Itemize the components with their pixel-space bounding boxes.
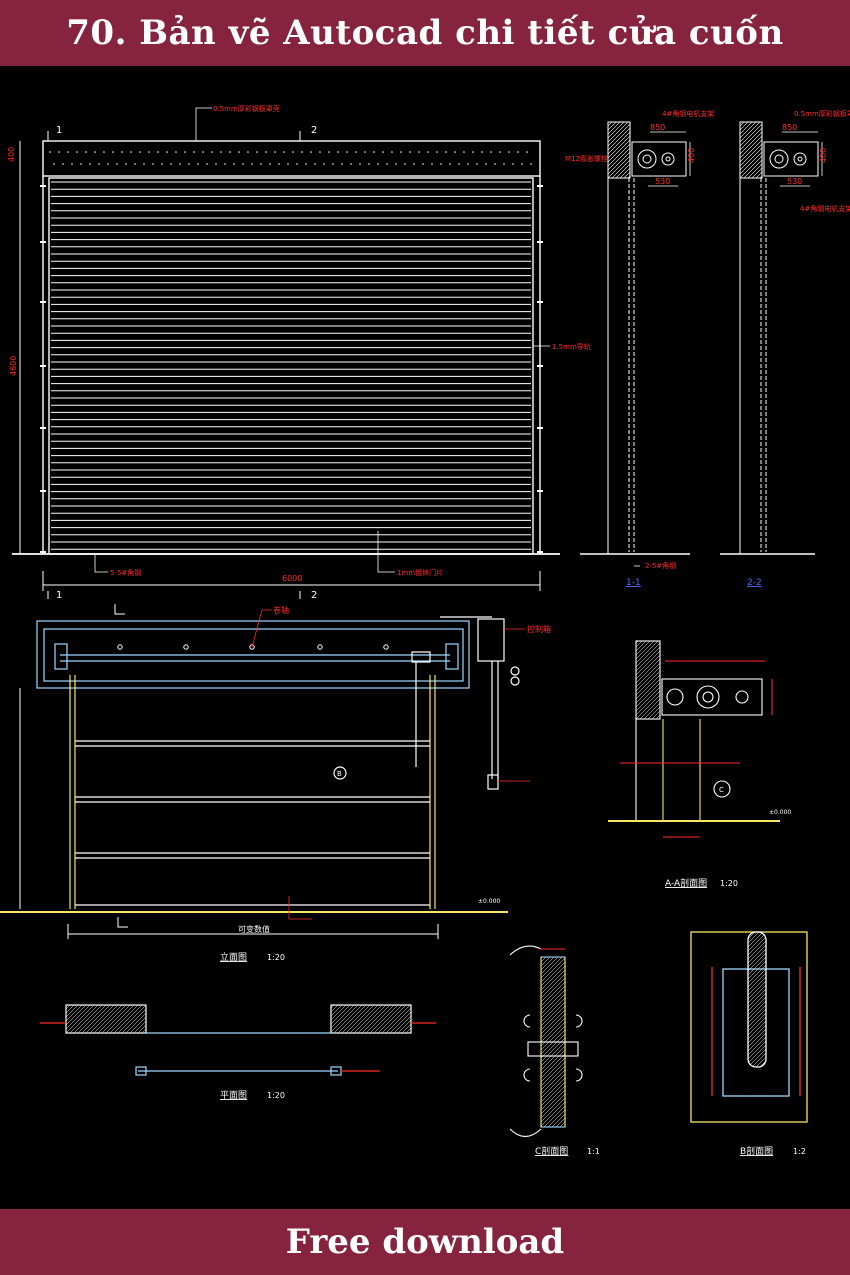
dim-door-height: 4600 xyxy=(9,356,18,376)
c-section-title: C剖面图 xyxy=(535,1145,568,1157)
section-mark-1: 1 xyxy=(56,125,62,136)
header-banner: 70. Bản vẽ Autocad chi tiết cửa cuốn xyxy=(0,0,850,66)
cad-drawing-bottom: 卷轴 控制箱 可变数值 ±0.000 立面图 1:20 平面图 1:20 ±0.… xyxy=(0,599,850,1209)
dim-box-w2: 530 xyxy=(655,177,670,186)
free-download-button[interactable]: Free download xyxy=(285,1222,565,1262)
b-section-scale: 1:2 xyxy=(793,1147,806,1156)
note-angle-steel: 5-5#角钢 xyxy=(110,568,141,577)
note-guide-rail: 1.5mm导轨 xyxy=(552,342,591,351)
roller-door-elevation-drawing: 1 2 1 2 400 4600 6000 0.5mm厚彩钢板罩壳 1.5mm导… xyxy=(7,104,850,601)
note-motor-bracket: 4#角钢电机支架 xyxy=(662,109,714,118)
note-anchor-bolt: M12膨胀螺栓 xyxy=(565,154,608,163)
note-control-box: 控制箱 xyxy=(527,624,551,634)
section-mark-1b: 1 xyxy=(56,590,62,599)
plan-title: 平面图 xyxy=(220,1090,247,1101)
detail-sections-drawing: 卷轴 控制箱 可变数值 ±0.000 立面图 1:20 平面图 1:20 ±0.… xyxy=(0,604,808,1157)
note-door-slat: 1mm镀锌门片 xyxy=(397,568,443,577)
level-mark-elev: ±0.000 xyxy=(478,898,500,905)
dim-box-w4: 530 xyxy=(787,177,802,186)
dim-box-w3: 850 xyxy=(782,123,797,132)
note-variable-value: 可变数值 xyxy=(238,924,270,934)
dim-width: 6000 xyxy=(282,574,302,583)
section-mark-2: 2 xyxy=(311,125,317,136)
dim-box-h1: 400 xyxy=(687,148,696,163)
note-box-cover: 0.5mm厚彩钢板罩壳 xyxy=(213,104,280,113)
header-title: 70. Bản vẽ Autocad chi tiết cửa cuốn xyxy=(66,13,784,53)
section-label-1-1: 1-1 xyxy=(626,578,641,588)
elevation-title: 立面图 xyxy=(220,951,247,963)
cad-drawing-top: 1 2 1 2 400 4600 6000 0.5mm厚彩钢板罩壳 1.5mm导… xyxy=(0,66,850,601)
dim-top-height: 400 xyxy=(7,147,16,162)
dim-box-h2: 400 xyxy=(819,148,828,163)
elevation-scale: 1:20 xyxy=(267,953,285,962)
aa-section-title: A-A剖面图 xyxy=(665,877,707,889)
footer-banner[interactable]: Free download xyxy=(0,1209,850,1275)
note-angle-2: 2-5#角钢 xyxy=(645,561,676,570)
aa-section-scale: 1:20 xyxy=(720,879,738,888)
section-label-2-2: 2-2 xyxy=(747,578,762,588)
c-section-scale: 1:1 xyxy=(587,1147,600,1156)
level-mark-aa: ±0.000 xyxy=(769,809,791,816)
plan-scale: 1:20 xyxy=(267,1091,285,1100)
dim-box-w1: 850 xyxy=(650,123,665,132)
circle-mark-b: B xyxy=(337,770,342,778)
circle-mark-c: C xyxy=(719,786,724,794)
section-mark-2b: 2 xyxy=(311,590,317,599)
note-box-cover-2: 0.5mm厚彩钢板罩壳 xyxy=(794,109,850,118)
b-section-title: B剖面图 xyxy=(740,1145,773,1157)
note-motor-bracket-2: 4#角钢电机支架 xyxy=(800,204,850,213)
note-roller-shaft: 卷轴 xyxy=(273,605,289,615)
